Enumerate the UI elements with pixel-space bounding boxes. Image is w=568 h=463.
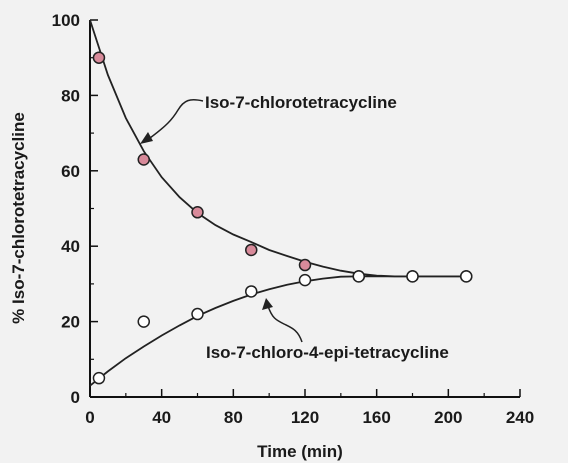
data-point-series-2 <box>352 270 365 283</box>
annotation-label-2: Iso-7-chloro-4-epi-tetracycline <box>206 343 449 362</box>
data-point-series-1 <box>298 258 312 272</box>
y-tick-label: 20 <box>61 313 80 332</box>
data-point-series-2 <box>245 285 258 298</box>
data-points <box>92 51 473 385</box>
data-point-series-2 <box>191 307 204 321</box>
data-point-series-1 <box>191 206 204 219</box>
fit-curve-1 <box>89 19 467 278</box>
y-tick-label: 100 <box>52 11 80 30</box>
annotation-arrowhead-1 <box>140 132 153 144</box>
data-point-series-2 <box>460 270 473 283</box>
data-point-series-2 <box>406 270 419 283</box>
y-tick-label: 40 <box>61 237 80 256</box>
x-tick-label: 240 <box>506 408 534 427</box>
fit-curves <box>89 19 467 387</box>
data-point-series-1 <box>137 153 150 166</box>
annotations: Iso-7-chlorotetracyclineIso-7-chloro-4-e… <box>140 93 449 362</box>
y-axis-label: % Iso-7-chlorotetracycline <box>9 112 28 324</box>
data-point-series-2 <box>298 273 312 287</box>
annotation-arrowhead-2 <box>262 298 273 310</box>
fit-curve-2 <box>89 275 467 387</box>
x-axis-label: Time (min) <box>257 442 343 461</box>
x-tick-label: 120 <box>291 408 319 427</box>
annotation-leader-1 <box>149 98 204 139</box>
y-tick-label: 80 <box>61 86 80 105</box>
data-point-series-1 <box>245 243 258 257</box>
data-point-series-2 <box>92 371 106 385</box>
axes: 0 40 80 120 160 200 240 0 20 40 60 80 100 <box>52 11 535 427</box>
x-tick-label: 0 <box>85 408 94 427</box>
x-tick-label: 80 <box>224 408 243 427</box>
x-tick-label: 160 <box>362 408 390 427</box>
data-point-series-2 <box>137 315 150 328</box>
y-tick-label: 0 <box>71 388 80 407</box>
annotation-label-1: Iso-7-chlorotetracycline <box>205 93 397 112</box>
x-tick-label: 40 <box>152 408 171 427</box>
x-tick-label: 200 <box>434 408 462 427</box>
annotation-leader-2 <box>267 305 303 343</box>
data-point-series-1 <box>92 51 106 64</box>
y-tick-label: 60 <box>61 162 80 181</box>
